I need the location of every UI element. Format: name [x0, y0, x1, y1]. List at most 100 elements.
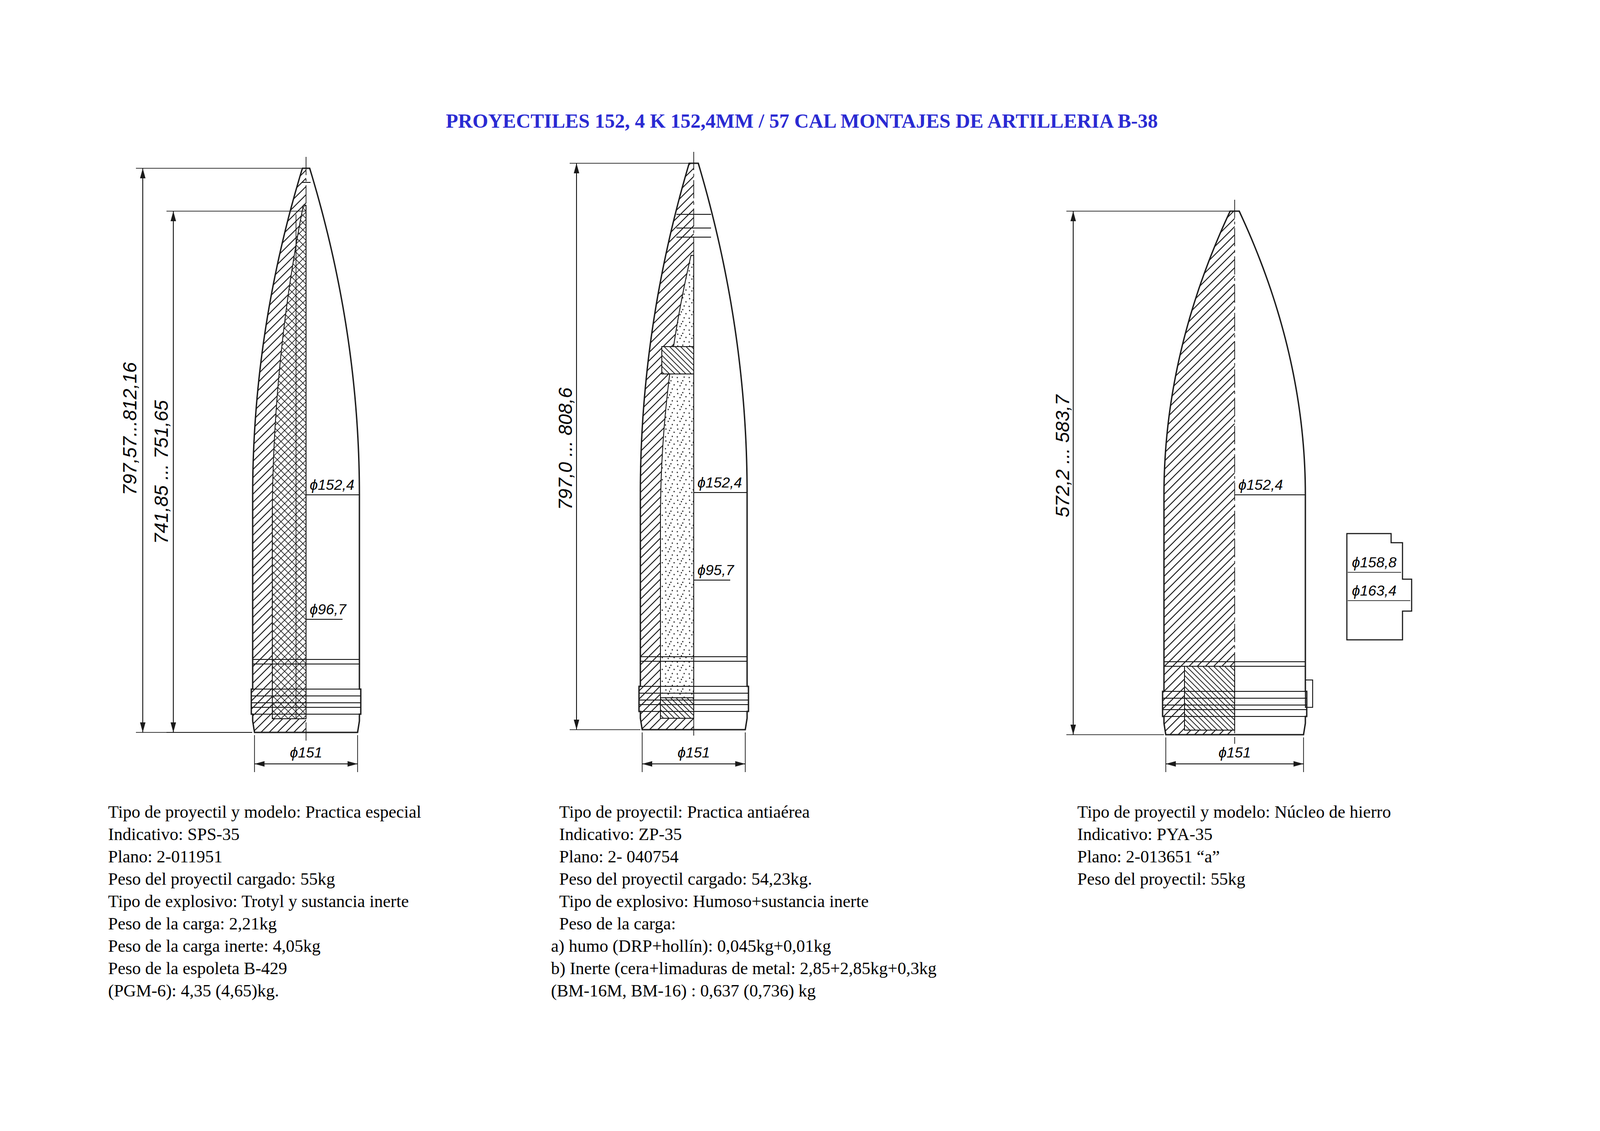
- dimension-line: [254, 763, 358, 765]
- spec-line: Tipo de proyectil y modelo: Núcleo de hi…: [1077, 801, 1392, 823]
- spec-line: Peso de la carga: 2,21kg: [108, 913, 277, 935]
- axis-line: [1234, 199, 1236, 744]
- spec-line: Peso de la espoleta B-429: [108, 958, 288, 980]
- spec-line: Peso de la carga:: [559, 913, 676, 935]
- spec-line: Peso del proyectil cargado: 55kg: [108, 868, 335, 890]
- dimension-line: [576, 163, 577, 730]
- diameter-label: ϕ152,4: [1237, 477, 1284, 494]
- extension-line: [569, 729, 641, 731]
- section-hatch: [251, 168, 307, 733]
- band-line: [640, 685, 748, 687]
- diameter-label: ϕ152,4: [696, 475, 743, 491]
- dimension-arrow: [735, 761, 746, 767]
- dimension-arrow: [1293, 761, 1304, 767]
- extension-line: [135, 732, 253, 733]
- extension-line: [569, 162, 690, 164]
- dimension-arrow: [573, 719, 580, 730]
- diameter-label: ϕ163,4: [1350, 583, 1398, 599]
- filler-section: [660, 255, 694, 717]
- extension-line: [641, 732, 643, 773]
- band-line: [251, 713, 361, 715]
- extension-line: [166, 210, 307, 212]
- spec-line: Peso del proyectil cargado: 54,23kg.: [559, 868, 812, 890]
- spec-line: Indicativo: ZP-35: [559, 824, 682, 846]
- band-detail-outline: [1346, 533, 1412, 640]
- spec-line: Indicativo: SPS-35: [108, 824, 240, 846]
- extension-line: [254, 735, 255, 773]
- section-line: [1347, 600, 1411, 602]
- projectile-drawing: [135, 156, 361, 773]
- extension-line: [357, 735, 359, 773]
- projectile-drawing: [1066, 199, 1313, 773]
- diameter-label: ϕ151: [676, 745, 711, 761]
- section-line: [693, 492, 748, 494]
- dimension-arrow: [347, 761, 358, 767]
- base-plug: [660, 697, 694, 719]
- dimension-arrow: [642, 761, 653, 767]
- spec-line: (PGM-6): 4,35 (4,65)kg.: [108, 980, 280, 1002]
- spec-line: Peso de la carga inerte: 4,05kg: [108, 935, 321, 957]
- extension-line: [1066, 210, 1232, 212]
- page-title: PROYECTILES 152, 4 K 152,4MM / 57 CAL MO…: [445, 109, 1158, 133]
- spec-line: Tipo de proyectil y modelo: Practica esp…: [108, 801, 422, 823]
- dimension-line: [1072, 211, 1074, 735]
- diameter-label: ϕ95,7: [696, 562, 735, 579]
- dimension-label: 572,2 ... 583,7: [1053, 393, 1073, 520]
- extension-line: [1165, 737, 1167, 773]
- spec-line: Tipo de proyectil: Practica antiaérea: [559, 801, 810, 823]
- section-hatch: [638, 163, 694, 730]
- spec-line: Plano: 2- 040754: [559, 846, 679, 868]
- dimension-arrow: [573, 163, 580, 174]
- fuse-tube: [295, 214, 297, 719]
- diameter-label: ϕ151: [288, 745, 323, 761]
- dimension-line: [142, 168, 144, 733]
- spec-line: Tipo de explosivo: Humoso+sustancia iner…: [559, 891, 869, 913]
- section-line: [306, 494, 360, 496]
- dimension-line: [172, 211, 174, 733]
- extension-line: [135, 167, 302, 169]
- section-line: [306, 618, 343, 620]
- extension-line: [1066, 734, 1164, 736]
- axis-line: [693, 151, 695, 739]
- section-line: [693, 579, 731, 581]
- diameter-label: ϕ158,8: [1350, 555, 1398, 571]
- dimension-arrow: [140, 168, 146, 179]
- dimension-arrow: [140, 722, 146, 733]
- spec-line: Tipo de explosivo: Trotyl y sustancia in…: [108, 891, 409, 913]
- diameter-label: ϕ151: [1217, 745, 1252, 761]
- dimension-label: 797,57...812,16: [120, 360, 140, 497]
- dimension-arrow: [1165, 761, 1176, 767]
- dimension-line: [1165, 763, 1304, 765]
- dimension-arrow: [254, 761, 265, 767]
- section-line: [1234, 494, 1306, 496]
- dimension-arrow: [170, 722, 177, 733]
- dimension-arrow: [1070, 211, 1076, 222]
- band-line: [252, 663, 360, 665]
- section-line: [1347, 571, 1402, 573]
- diameter-label: ϕ96,7: [308, 602, 348, 618]
- axis-line: [305, 156, 307, 742]
- extension-line: [1303, 737, 1304, 773]
- dimension-arrow: [1070, 724, 1076, 735]
- dimension-arrow: [170, 211, 177, 222]
- band-detail: [1346, 533, 1412, 640]
- extension-line: [744, 732, 746, 773]
- diameter-label: ϕ152,4: [308, 477, 356, 494]
- spec-line: Plano: 2-011951: [108, 846, 223, 868]
- projectile-drawing: [569, 151, 749, 773]
- dimension-label: 741,85 ... 751,65: [151, 398, 172, 546]
- spec-line: Plano: 2-013651 “a”: [1077, 846, 1220, 868]
- filler-section: [272, 205, 307, 719]
- extension-line: [166, 732, 253, 733]
- spec-line: b) Inerte (cera+limaduras de metal: 2,85…: [550, 958, 937, 980]
- dimension-label: 797,0 ... 808,6: [555, 386, 576, 512]
- spec-line: (BM-16M, BM-16) : 0,637 (0,736) kg: [550, 980, 816, 1002]
- dimension-line: [642, 763, 746, 765]
- fuse-ring: [301, 181, 311, 183]
- spec-line: a) humo (DRP+hollín): 0,045kg+0,01kg: [550, 935, 832, 957]
- fuse-ring: [676, 227, 712, 229]
- spec-line: Peso del proyectil: 55kg: [1077, 868, 1246, 890]
- spec-line: Indicativo: PYA-35: [1077, 824, 1213, 846]
- inert-block: [661, 346, 694, 375]
